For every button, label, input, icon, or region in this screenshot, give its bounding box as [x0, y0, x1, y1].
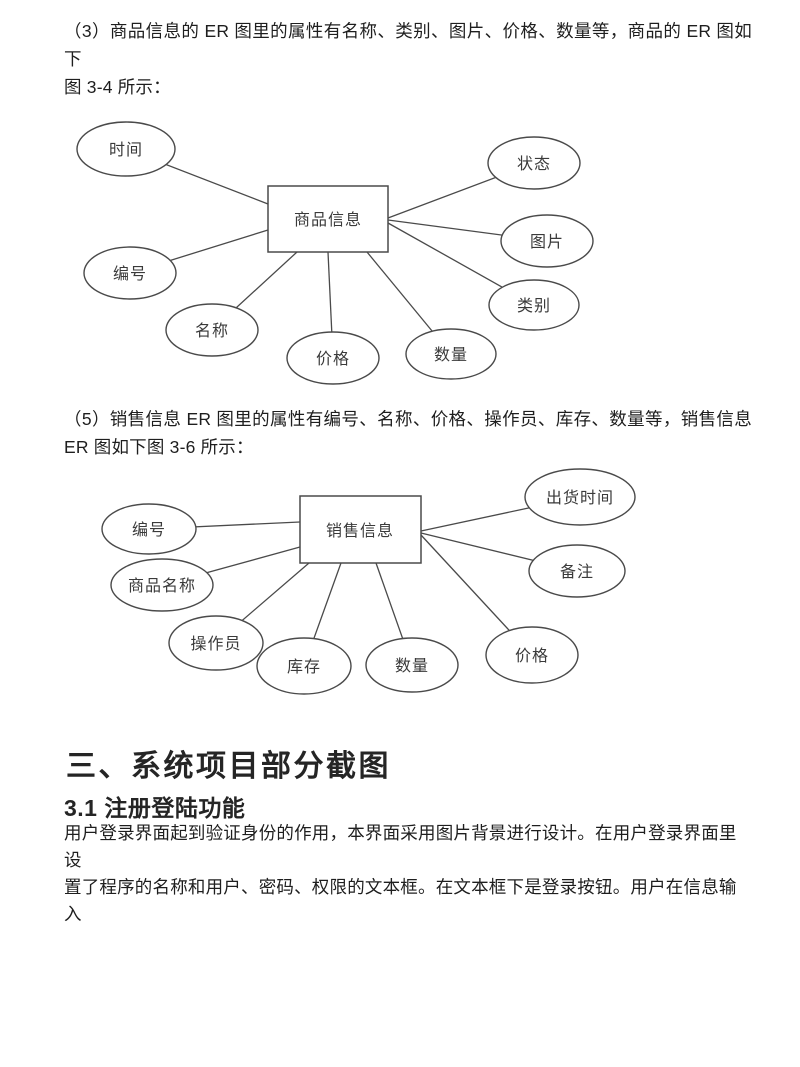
section-heading: 三、系统项目部分截图	[66, 750, 391, 783]
er-diagram-product-info: 时间 编号 名称 价格 数量 状态 图片 类别 商品信息	[76, 121, 594, 385]
attribute-label: 备注	[560, 563, 594, 581]
attribute-label: 价格	[515, 647, 549, 665]
attribute-ellipse-category	[488, 279, 580, 331]
attribute-ellipse-remarks	[528, 544, 626, 598]
paragraph-sales-er: （5）销售信息 ER 图里的属性有编号、名称、价格、操作员、库存、数量等，销售信…	[64, 405, 752, 461]
attribute-label: 编号	[132, 521, 166, 539]
attribute-ellipse-picture	[500, 214, 594, 268]
paragraph-line: 图 3-4 所示：	[64, 77, 171, 97]
attribute-ellipse-quantity	[365, 637, 459, 693]
attribute-label: 操作员	[190, 635, 241, 653]
attribute-label: 图片	[530, 233, 564, 251]
attribute-ellipse-time	[76, 121, 176, 177]
subsection-heading: 3.1 注册登陆功能	[64, 795, 246, 821]
attribute-label: 库存	[287, 658, 321, 676]
attribute-ellipse-number	[101, 503, 197, 555]
attribute-ellipse-operator	[168, 615, 264, 671]
entity-box-product-info	[267, 185, 389, 253]
attribute-label: 数量	[434, 346, 468, 364]
attribute-ellipse-status	[487, 136, 581, 190]
attribute-label: 商品名称	[128, 577, 196, 595]
attribute-ellipse-price	[286, 331, 380, 385]
paragraph-product-er: （3）商品信息的 ER 图里的属性有名称、类别、图片、价格、数量等，商品的 ER…	[64, 17, 752, 101]
body-line: 置了程序的名称和用户、密码、权限的文本框。在文本框下是登录按钮。用户在信息输入	[64, 877, 737, 924]
attribute-label: 编号	[113, 265, 147, 283]
attribute-ellipse-inventory	[256, 637, 352, 695]
attribute-label: 出货时间	[546, 489, 614, 507]
attribute-ellipse-quantity	[405, 328, 497, 380]
body-paragraph: 用户登录界面起到验证身份的作用，本界面采用图片背景进行设计。在用户登录界面里设 …	[64, 820, 752, 928]
attribute-ellipse-ship-time	[524, 468, 636, 526]
attribute-label: 数量	[395, 657, 429, 675]
attribute-label: 类别	[517, 297, 551, 315]
attribute-ellipse-name	[165, 303, 259, 357]
attribute-label: 价格	[316, 350, 350, 368]
body-line: 用户登录界面起到验证身份的作用，本界面采用图片背景进行设计。在用户登录界面里设	[64, 823, 737, 870]
entity-label: 销售信息	[326, 522, 394, 540]
entity-label: 商品信息	[294, 211, 362, 229]
attribute-label: 名称	[195, 322, 229, 340]
attribute-ellipse-price	[485, 626, 579, 684]
attribute-ellipse-number	[83, 246, 177, 300]
attribute-label: 状态	[517, 155, 551, 173]
er-diagram-sales-info: 编号 商品名称 操作员 库存 数量 价格 备注 出货时间 销售信息	[101, 468, 636, 695]
attribute-ellipse-product-name	[110, 558, 214, 612]
paragraph-line: （5）销售信息 ER 图里的属性有编号、名称、价格、操作员、库存、数量等，销售信…	[64, 409, 752, 429]
attribute-label: 时间	[109, 141, 143, 159]
paragraph-line: （3）商品信息的 ER 图里的属性有名称、类别、图片、价格、数量等，商品的 ER…	[64, 21, 752, 69]
paragraph-line: ER 图如下图 3-6 所示：	[64, 437, 254, 457]
entity-box-sales-info	[299, 495, 422, 564]
